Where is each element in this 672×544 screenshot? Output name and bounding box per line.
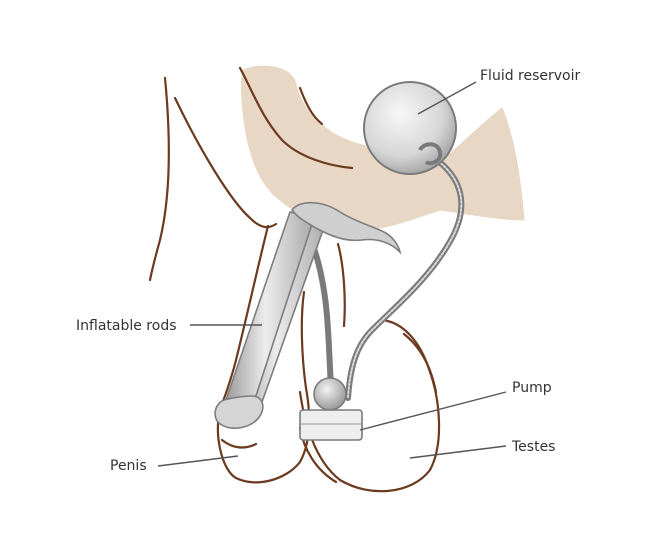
body-outline-top xyxy=(238,66,354,170)
inflatable-rods xyxy=(214,201,402,429)
leader-testes xyxy=(409,445,507,459)
body-outline-left xyxy=(148,76,171,282)
label-penis: Penis xyxy=(110,458,147,474)
penis-outline xyxy=(216,224,311,484)
rod-end-cap xyxy=(214,395,264,429)
leader-fluid-reservoir xyxy=(417,81,477,115)
fluid-reservoir xyxy=(363,81,457,175)
testes-divider xyxy=(336,242,346,328)
leader-pump xyxy=(359,391,507,431)
label-fluid-reservoir: Fluid reservoir xyxy=(480,68,581,84)
pump-bulb xyxy=(313,377,347,411)
label-pump: Pump xyxy=(512,380,552,396)
pump-valve-block xyxy=(299,409,363,441)
body-outline-hip-right xyxy=(298,86,324,126)
reservoir-connector xyxy=(418,142,443,166)
glans-line xyxy=(220,438,258,449)
label-testes: Testes xyxy=(511,439,555,455)
pelvic-bone xyxy=(240,65,525,231)
label-inflatable-rods: Inflatable rods xyxy=(76,318,177,334)
thigh-outline-right xyxy=(402,332,438,394)
rod-top-connector xyxy=(290,201,402,255)
leader-penis xyxy=(157,455,239,467)
pump xyxy=(299,377,363,441)
reservoir-tube-inner xyxy=(347,153,463,399)
